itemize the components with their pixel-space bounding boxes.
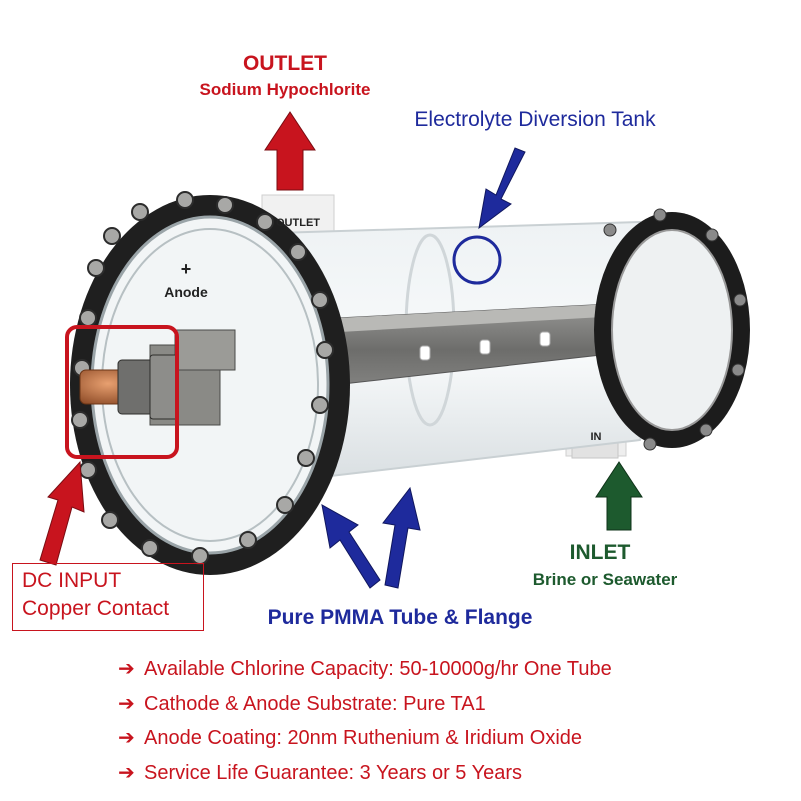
anode-plus-sign: + <box>181 259 192 279</box>
pmma-arrow-right <box>382 486 421 589</box>
anode-tag: Anode <box>164 284 208 300</box>
feature-text: Service Life Guarantee: 3 Years or 5 Yea… <box>144 761 523 784</box>
outlet-arrow <box>264 111 316 191</box>
dc-input-subtitle: Copper Contact <box>22 597 170 620</box>
feature-text: Cathode & Anode Substrate: Pure TA1 <box>144 692 486 715</box>
arrow-bullet-icon: ➔ <box>118 692 135 715</box>
inlet-arrow <box>595 461 643 531</box>
dc-input-title: DC INPUT <box>22 569 122 592</box>
diversion-arrow <box>478 147 526 230</box>
dc-input-box <box>12 563 204 631</box>
inlet-tag: IN <box>591 431 602 443</box>
feature-item: ➔ Available Chlorine Capacity: 50-10000g/… <box>118 655 612 690</box>
inlet-title: INLET <box>569 541 631 564</box>
inlet-subtitle: Brine or Seawater <box>532 570 678 589</box>
outlet-tag: OUTLET <box>276 217 320 229</box>
pmma-label: Pure PMMA Tube & Flange <box>267 606 533 629</box>
diversion-highlight <box>452 235 502 285</box>
outlet-title: OUTLET <box>243 52 327 75</box>
feature-item: ➔ Service Life Guarantee: 3 Years or 5 Ye… <box>118 759 612 794</box>
arrow-bullet-icon: ➔ <box>118 761 135 784</box>
feature-item: ➔ Anode Coating: 20nm Ruthenium & Iridium… <box>118 724 612 759</box>
pmma-arrow-left <box>321 504 381 589</box>
feature-text: Available Chlorine Capacity: 50-10000g/h… <box>144 658 612 680</box>
feature-item: ➔ Cathode & Anode Substrate: Pure TA1 <box>118 690 612 725</box>
feature-text: Anode Coating: 20nm Ruthenium & Iridium … <box>144 727 583 749</box>
arrow-bullet-icon: ➔ <box>118 727 135 749</box>
arrow-bullet-icon: ➔ <box>118 658 135 680</box>
diversion-tank-label: Electrolyte Diversion Tank <box>414 108 656 131</box>
dc-input-arrow <box>39 460 85 566</box>
outlet-subtitle: Sodium Hypochlorite <box>199 80 371 99</box>
dc-input-highlight <box>65 325 179 459</box>
feature-list: ➔ Available Chlorine Capacity: 50-10000g/… <box>118 655 612 793</box>
